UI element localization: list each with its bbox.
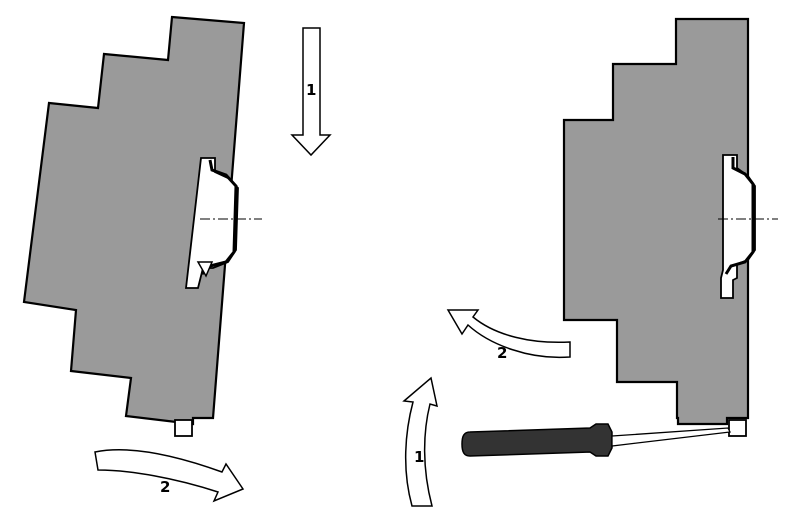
din-rail-profile xyxy=(200,159,238,276)
screwdriver-shaft xyxy=(611,427,731,447)
curved-up-left-arrow xyxy=(446,309,571,359)
din-rail-profile-right xyxy=(724,157,755,275)
removal-panel: 1 2 xyxy=(402,17,778,507)
tilted-device-body xyxy=(22,15,246,426)
upright-device-body xyxy=(562,17,750,426)
mounting-panel: 1 2 xyxy=(22,15,332,503)
straight-down-arrow xyxy=(290,27,332,157)
mount-step-1-label: 1 xyxy=(306,81,316,99)
spring-clip xyxy=(196,261,214,278)
curved-right-arrow xyxy=(94,449,245,503)
remove-step-2-label: 2 xyxy=(497,344,507,362)
remove-step-1-label: 1 xyxy=(414,448,424,466)
release-tab-right xyxy=(728,419,747,437)
screwdriver-icon xyxy=(461,423,731,457)
mount-step-2-label: 2 xyxy=(160,478,170,496)
screwdriver-handle xyxy=(461,423,613,457)
curved-up-arrow xyxy=(402,376,438,507)
release-tab xyxy=(174,419,193,437)
